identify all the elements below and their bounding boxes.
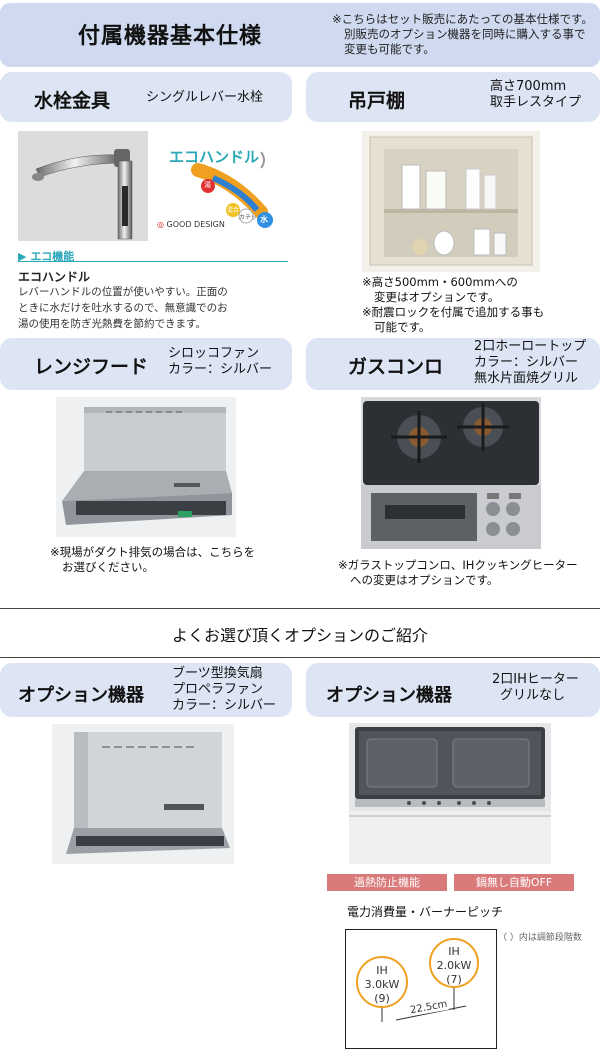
knob-center-label: カチッ bbox=[239, 214, 258, 221]
power-legend: （ ）内は調節段階数 bbox=[498, 933, 582, 943]
section-divider-top bbox=[0, 608, 600, 609]
header-note-line: 別販売のオプション機器を同時に購入する事で bbox=[344, 27, 586, 41]
eco-feature-tag-label: エコ機能 bbox=[30, 250, 75, 263]
hood-spec-line: シロッコファン bbox=[168, 346, 260, 361]
ih-heater-photo bbox=[349, 723, 551, 864]
hood-title: レンジフード bbox=[34, 356, 149, 378]
stove-spec: 2口ホーロートップ カラー：シルバー 無水片面焼グリル bbox=[474, 339, 586, 387]
header-note: ※こちらはセット販売にあたっての基本仕様です。 別販売のオプション機器を同時に購… bbox=[332, 12, 600, 57]
overheat-protection-badge: 過熱防止機能 bbox=[327, 874, 447, 891]
knob-hot-label: 湯 bbox=[204, 181, 211, 189]
stove-note: ※ガラストップコンロ、IHクッキングヒーター への変更はオプションです。 bbox=[338, 558, 578, 588]
faucet-title: 水栓金具 bbox=[34, 90, 111, 112]
faucet-header bbox=[0, 72, 292, 122]
pitch-lines bbox=[381, 988, 467, 1022]
page-title: 付属機器基本仕様 bbox=[78, 24, 263, 49]
stove-spec-line: カラー：シルバー bbox=[474, 355, 579, 370]
triangle-icon: ▶ bbox=[18, 250, 27, 263]
eco-desc-line: ときに水だけを吐水するので、無意識でのお bbox=[18, 302, 228, 314]
good-design-mark: ◎ GOOD DESIGN bbox=[157, 220, 225, 229]
eco-desc-line: レバーハンドルの位置が使いやすい。正面の bbox=[18, 286, 228, 298]
cabinet-spec-line: 取手レスタイプ bbox=[490, 95, 582, 110]
burner-right: IH 2.0kW (7) bbox=[429, 938, 479, 988]
cabinet-photo bbox=[362, 131, 540, 272]
cabinet-header bbox=[306, 72, 600, 122]
option-left-title: オプション機器 bbox=[18, 685, 144, 706]
stove-spec-line: 2口ホーロートップ bbox=[474, 339, 587, 354]
cabinet-spec-line: 高さ700mm bbox=[490, 79, 567, 94]
option-left-header bbox=[0, 663, 292, 717]
stove-note-line: ※ガラストップコンロ、IHクッキングヒーター bbox=[338, 558, 578, 572]
header-note-line: 変更も可能です。 bbox=[344, 42, 435, 56]
option-right-spec: 2口IHヒーター グリルなし bbox=[492, 672, 579, 704]
stove-note-line: への変更はオプションです。 bbox=[350, 573, 499, 587]
option-left-spec: ブーツ型換気扇 プロペラファン カラー：シルバー bbox=[172, 666, 276, 714]
eco-feature-desc: レバーハンドルの位置が使いやすい。正面の ときに水だけを吐水するので、無意識での… bbox=[18, 284, 228, 332]
eco-handle-logo: エコハンドル bbox=[169, 148, 260, 166]
eco-desc-line: 湯の使用を防ぎ光熱費を節約できます。 bbox=[18, 318, 206, 330]
faucet-spec: シングルレバー水栓 bbox=[146, 90, 264, 105]
cabinet-title: 吊戸棚 bbox=[348, 90, 406, 112]
header-banner bbox=[0, 3, 600, 67]
faucet-photo bbox=[18, 131, 148, 241]
hood-note: ※現場がダクト排気の場合は、こちらを お選びください。 bbox=[50, 545, 255, 575]
header-note-line: ※こちらはセット販売にあたっての基本仕様です。 bbox=[332, 12, 593, 26]
hood-spec: シロッコファン カラー：シルバー bbox=[168, 346, 272, 378]
cabinet-note-line: ※高さ500mm・600mmへの bbox=[362, 275, 518, 289]
cabinet-note-line: 変更はオプションです。 bbox=[374, 290, 500, 304]
cabinet-spec: 高さ700mm 取手レスタイプ bbox=[490, 79, 581, 111]
hood-header bbox=[0, 338, 292, 390]
eco-handle-graphic: エコハンドル 湯 混合 カチッ 水 ◎ GOOD DESIGN bbox=[153, 140, 278, 235]
section-divider-bottom bbox=[0, 657, 600, 658]
hood-note-line: ※現場がダクト排気の場合は、こちらを bbox=[50, 545, 256, 559]
burner-diagram: IH 3.0kW (9) IH 2.0kW (7) 22.5cm bbox=[345, 929, 497, 1049]
stove-spec-line: 無水片面焼グリル bbox=[474, 371, 579, 386]
option-right-spec-line: グリルなし bbox=[500, 688, 566, 703]
knob-water-label: 水 bbox=[260, 215, 268, 224]
eco-feature-tag: ▶ エコ機能 bbox=[18, 248, 74, 264]
option-right-header bbox=[306, 663, 600, 717]
burner-right-steps: (7) bbox=[446, 973, 462, 986]
hood-spec-line: カラー：シルバー bbox=[168, 362, 273, 377]
good-design-icon: ◎ bbox=[157, 220, 164, 229]
burner-left-type: IH bbox=[376, 964, 388, 977]
gas-stove-photo bbox=[361, 397, 541, 549]
burner-left: IH 3.0kW (9) bbox=[356, 956, 408, 1008]
burner-right-type: IH bbox=[448, 945, 460, 958]
option-left-spec-line: カラー：シルバー bbox=[172, 698, 277, 713]
power-title: 電力消費量・バーナーピッチ bbox=[347, 905, 504, 919]
eco-divider bbox=[18, 261, 288, 262]
burner-left-kw: 3.0kW bbox=[364, 978, 400, 991]
burner-right-kw: 2.0kW bbox=[436, 959, 472, 972]
eco-feature-title: エコハンドル bbox=[18, 270, 91, 284]
option-left-spec-line: プロペラファン bbox=[172, 682, 264, 697]
option-left-spec-line: ブーツ型換気扇 bbox=[172, 666, 263, 681]
cabinet-note-line: 可能です。 bbox=[374, 320, 431, 334]
knob-mix-label: 混合 bbox=[227, 207, 240, 214]
boot-hood-photo bbox=[52, 724, 234, 864]
option-right-spec-line: 2口IHヒーター bbox=[492, 672, 579, 687]
auto-off-badge: 鍋無し自動OFF bbox=[454, 874, 574, 891]
stove-title: ガスコンロ bbox=[348, 356, 444, 378]
stove-header bbox=[306, 338, 600, 390]
burner-left-steps: (9) bbox=[374, 992, 390, 1005]
cabinet-notes: ※高さ500mm・600mmへの 変更はオプションです。 ※耐震ロックを付属で追… bbox=[362, 275, 544, 335]
good-design-label: GOOD DESIGN bbox=[166, 220, 225, 229]
range-hood-photo bbox=[56, 397, 236, 537]
options-heading: よくお選び頂くオプションのご紹介 bbox=[171, 626, 428, 645]
hood-note-line: お選びください。 bbox=[62, 560, 154, 574]
cabinet-note-line: ※耐震ロックを付属で追加する事も bbox=[362, 305, 545, 319]
option-right-title: オプション機器 bbox=[326, 685, 452, 706]
